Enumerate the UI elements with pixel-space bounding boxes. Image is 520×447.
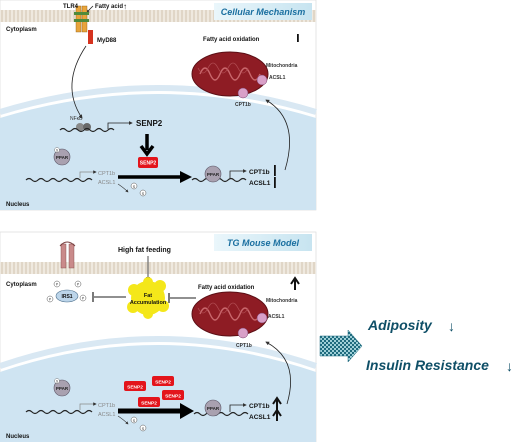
fat-label: Fat <box>144 293 152 299</box>
increase-bar <box>274 177 276 188</box>
nfkb-subunit <box>76 123 84 131</box>
acsl1-gray-label: ACSL1 <box>98 180 115 186</box>
acsl1-gray-label: ACSL1 <box>98 412 115 418</box>
senp2-label: SENP2 <box>155 380 171 386</box>
ppar-label: PPAR <box>56 155 69 160</box>
irs1 <box>55 289 79 303</box>
sumo-mark: S <box>56 149 59 153</box>
mito-cpt1b-label: CPT1b <box>236 343 252 349</box>
ppar-circle <box>204 165 222 183</box>
feedback-arrow <box>265 99 290 171</box>
increase-bar <box>297 34 299 42</box>
acsl1-label: ACSL1 <box>249 180 271 187</box>
cpt1b-label: CPT1b <box>249 403 270 410</box>
senp2-gene-label: SENP2 <box>136 119 163 128</box>
feedback-arrow <box>265 341 291 405</box>
panel-tg-mouse-model: TG Mouse Model High fat feeding Cytoplas… <box>0 231 317 443</box>
phospho-mark: P <box>82 297 85 301</box>
nuclear-envelope <box>0 336 317 369</box>
up-arrow-icon <box>290 276 300 290</box>
mito-acsl1-label: ACSL1 <box>268 314 285 320</box>
insulin-resistance-label: Insulin Resistance <box>366 357 489 373</box>
sumo-mark: S <box>56 380 59 384</box>
irs1-label: IRS1 <box>61 294 72 300</box>
outcome-section: Adiposity ↓ Insulin Resistance ↓ <box>319 317 513 374</box>
ppar-circle <box>53 148 71 166</box>
increase-bar <box>274 165 276 176</box>
senp2-label: SENP2 <box>127 385 143 391</box>
fatty-acid-label: Fatty acid <box>95 4 123 10</box>
ppar-label: PPAR <box>207 172 220 177</box>
phospho-mark: P <box>49 298 52 302</box>
plasma-membrane <box>0 262 316 274</box>
insulin-receptor <box>59 241 76 269</box>
accumulation-label: Accumulation <box>130 300 167 306</box>
dna-strand <box>193 411 249 417</box>
nucleus <box>0 94 316 210</box>
mito-cpt1b-label: CPT1b <box>235 102 251 108</box>
nuclear-envelope <box>0 85 317 115</box>
nucleus <box>0 345 316 442</box>
dna-strand <box>25 177 93 183</box>
adiposity-label: Adiposity <box>367 317 433 333</box>
mitochondria <box>191 291 269 339</box>
panel-cellular-mechanism: Cellular Mechanism Fatty acid ↑ TLR4 MyD… <box>0 0 317 211</box>
down-arrow-icon: ↓ <box>448 318 455 334</box>
fa-oxidation-label: Fatty acid oxidation <box>203 37 260 43</box>
senp2-label: SENP2 <box>165 394 181 400</box>
expression-arrow <box>139 134 155 157</box>
fa-oxidation-label: Fatty acid oxidation <box>198 285 255 291</box>
fat-accumulation <box>127 277 169 319</box>
cytoplasm-label: Cytoplasm <box>6 27 37 33</box>
myd88 <box>88 30 93 44</box>
banner-box <box>214 234 312 251</box>
sumo-mark: S <box>142 191 145 196</box>
phospho-mark: P <box>56 283 59 287</box>
tlr4-label: TLR4 <box>63 4 79 10</box>
down-arrow-icon: ↓ <box>506 358 513 374</box>
ppar-circle <box>204 399 222 417</box>
nfkb-label: NFκB <box>70 116 83 122</box>
panel-title: Cellular Mechanism <box>221 7 306 17</box>
sumo-mark: S <box>133 418 136 423</box>
nucleus-label: Nucleus <box>6 434 30 440</box>
ppar-circle <box>53 379 71 397</box>
sumo-mark: S <box>142 426 145 431</box>
mitochondria-label: Mitochondria <box>266 63 298 69</box>
senp2-label: SENP2 <box>141 401 157 407</box>
cpt1b-label: CPT1b <box>249 169 270 176</box>
senp2-cluster <box>124 376 184 407</box>
mitochondria <box>191 51 269 99</box>
myd88-to-nfkb-arrow <box>71 45 87 119</box>
senp2-protein <box>138 157 158 168</box>
cpt1b-gray-label: CPT1b <box>98 403 115 409</box>
high-fat-label: High fat feeding <box>118 247 171 254</box>
banner-box <box>214 3 312 20</box>
sumo-mark: S <box>133 184 136 189</box>
panel-title: TG Mouse Model <box>227 238 299 248</box>
ppar-label: PPAR <box>56 386 69 391</box>
senp2-protein-label: SENP2 <box>140 161 157 167</box>
up-arrow-icon: ↑ <box>123 2 127 11</box>
myd88-label: MyD88 <box>97 38 117 44</box>
outcome-arrow-icon <box>319 329 363 363</box>
nucleus-label: Nucleus <box>6 202 30 208</box>
ppar-label: PPAR <box>207 406 220 411</box>
mitochondria-label: Mitochondria <box>266 298 298 304</box>
dna-strand <box>59 127 115 133</box>
tlr4-receptor <box>74 5 89 33</box>
dna-strand <box>25 409 93 415</box>
up-arrow-icon <box>272 408 282 421</box>
mito-acsl1-label: ACSL1 <box>269 75 286 81</box>
cpt1b-gray-label: CPT1b <box>98 171 115 177</box>
phospho-mark: P <box>77 283 80 287</box>
cytoplasm-label: Cytoplasm <box>6 282 37 288</box>
acsl1-label: ACSL1 <box>249 414 271 421</box>
transcription-arrow <box>107 121 133 129</box>
